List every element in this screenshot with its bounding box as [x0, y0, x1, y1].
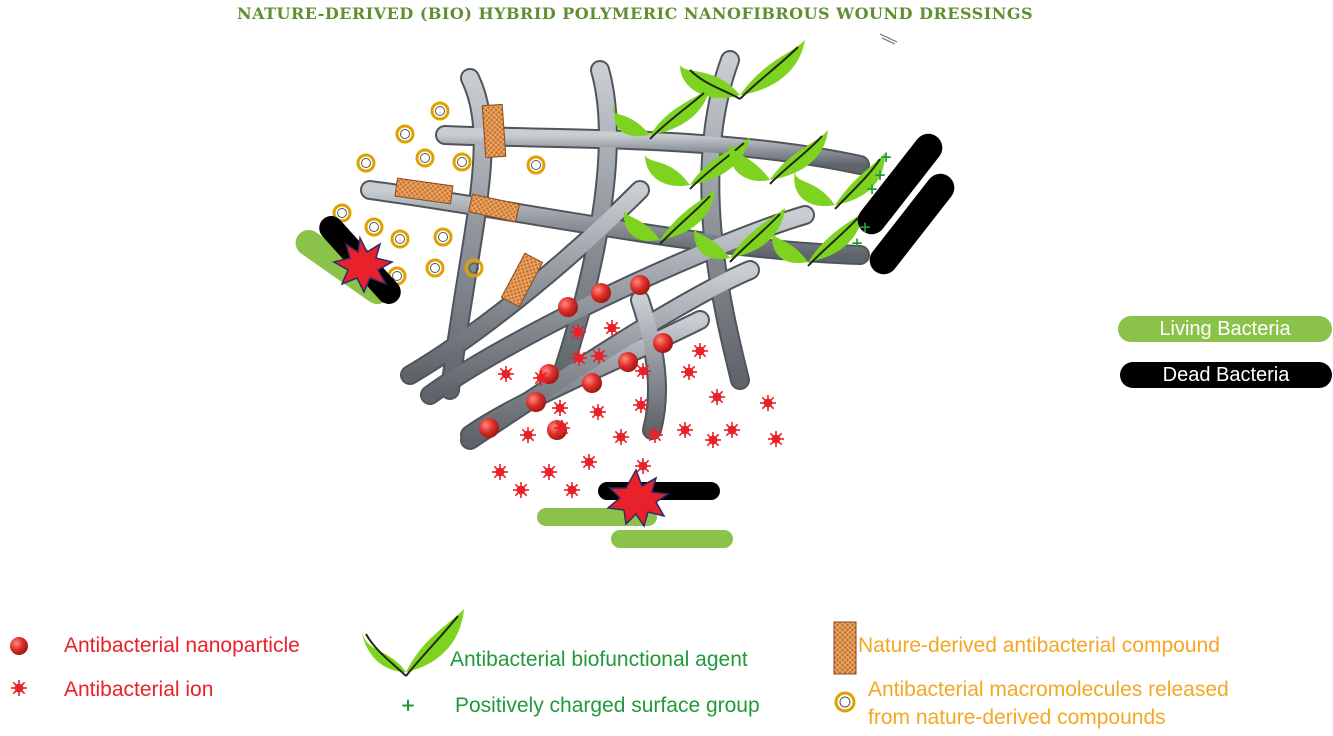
legend-ion-label: Antibacterial ion [64, 678, 214, 701]
ion-burst [591, 348, 607, 364]
scribble-mark [879, 33, 898, 45]
svg-text:+: + [859, 218, 872, 236]
ion-burst [613, 429, 629, 445]
bacteria-bottom [537, 468, 733, 548]
ion-burst [760, 395, 776, 411]
legend-macromolecules-label-line1: Antibacterial macromolecules released [868, 678, 1229, 701]
ion-burst [768, 431, 784, 447]
ion-burst [571, 350, 587, 366]
compound-segments [394, 103, 544, 308]
svg-text:+: + [400, 695, 415, 716]
legend-ring-symbol [834, 691, 856, 713]
legend-compound-label: Nature-derived antibacterial compound [858, 634, 1220, 657]
ion-burst [570, 324, 586, 340]
nanoparticles [479, 275, 673, 440]
bacteria-right [857, 133, 955, 275]
leaf-cluster [680, 40, 805, 100]
svg-text:+: + [866, 180, 879, 198]
ion-burst [635, 363, 651, 379]
svg-text:+: + [880, 148, 893, 166]
svg-text:+: + [851, 234, 864, 252]
ion-burst [520, 427, 536, 443]
ion-burst [681, 364, 697, 380]
ion-burst [705, 432, 721, 448]
ion-burst [541, 464, 557, 480]
legend-macromolecules-label-line2: from nature-derived compounds [868, 706, 1166, 729]
legend-positive-group-label: Positively charged surface group [455, 694, 760, 717]
legend-plus-symbol: + [400, 695, 415, 716]
ion-burst [677, 422, 693, 438]
leaf-cluster [794, 153, 885, 210]
leaf-cluster [645, 137, 750, 190]
ion-burst [604, 320, 620, 336]
ion-burst [498, 366, 514, 382]
leaf-cluster [624, 190, 715, 245]
legend-ion-symbol [11, 680, 27, 696]
dead-bacteria-badge: Dead Bacteria [1120, 362, 1332, 388]
ion-burst [590, 404, 606, 420]
living-bacteria-badge: Living Bacteria [1118, 316, 1332, 342]
leaf-cluster [612, 87, 710, 140]
legend-nanoparticle-symbol [10, 637, 28, 655]
legend-leaf-symbol [361, 609, 464, 677]
ion-burst [647, 427, 663, 443]
ion-burst [533, 370, 549, 386]
bacteria-left [295, 216, 401, 305]
positive-charges: +++ ++ [851, 148, 893, 252]
antibacterial-ions [492, 320, 784, 498]
ion-burst [513, 482, 529, 498]
ion-burst [552, 400, 568, 416]
ion-burst [635, 458, 651, 474]
leaf-cluster [694, 208, 785, 263]
ion-burst [554, 420, 570, 436]
ion-burst [709, 389, 725, 405]
ion-burst [581, 454, 597, 470]
legend-biofunctional-label: Antibacterial biofunctional agent [450, 648, 748, 671]
leaf-cluster [729, 130, 828, 185]
ion-burst [564, 482, 580, 498]
ion-burst [492, 464, 508, 480]
ion-burst [724, 422, 740, 438]
leaf-clusters [612, 40, 885, 267]
diagram-title: NATURE-DERIVED (BIO) HYBRID POLYMERIC NA… [236, 4, 1034, 23]
legend-nanoparticle-label: Antibacterial nanoparticle [64, 634, 300, 657]
ion-burst [11, 680, 27, 696]
svg-text:+: + [874, 166, 887, 184]
ion-burst [633, 397, 649, 413]
leaf-cluster [772, 212, 863, 267]
ion-burst [692, 343, 708, 359]
legend-compound-symbol [833, 621, 857, 675]
